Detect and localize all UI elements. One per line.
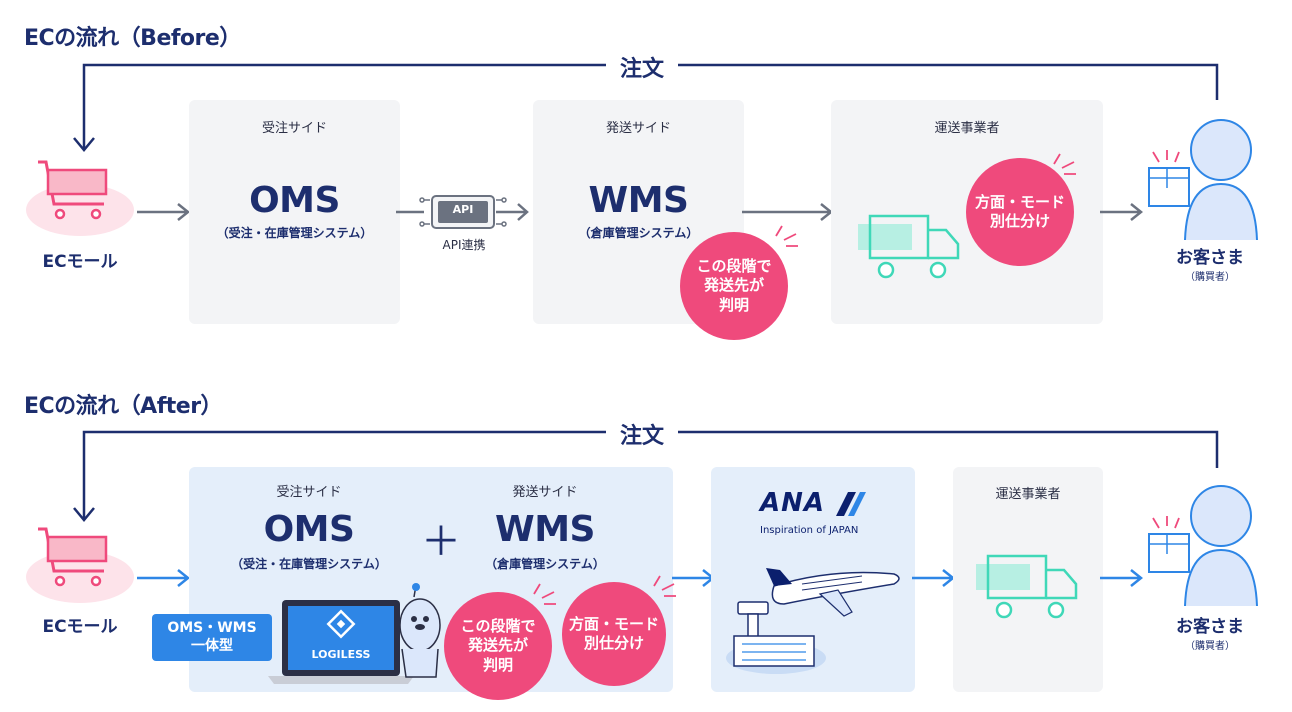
- before-sort-sparkle-icon: [1053, 153, 1076, 175]
- mascot-icon: [399, 583, 441, 678]
- after-truck-icon: [976, 554, 1078, 619]
- plus-sign: ＋: [421, 519, 461, 565]
- after-wms-name: WMS: [495, 509, 595, 550]
- after-customer-name: お客さま: [1176, 617, 1244, 637]
- after-order-label: 注文: [606, 418, 679, 450]
- before-title: ECの流れ（Before）: [24, 26, 241, 51]
- after-carrier-label: 運送事業者: [995, 487, 1061, 502]
- before-arrow-4: [1100, 203, 1144, 221]
- before-oms-side-label: 受注サイド: [261, 121, 327, 136]
- before-arrow-1: [137, 203, 191, 221]
- after-oms-side-label: 受注サイド: [276, 485, 342, 500]
- after-ec-mall: [24, 525, 136, 605]
- after-arrow-1: [137, 569, 191, 587]
- after-oms-desc: （受注・在庫管理システム）: [231, 557, 387, 571]
- after-sort-sparkle-icon: [653, 575, 676, 597]
- after-customer-icon: [1148, 485, 1258, 607]
- integrated-badge: OMS・WMS 一体型: [152, 614, 272, 661]
- ana-tagline: Inspiration of JAPAN: [760, 525, 859, 536]
- ana-logo: ANA: [760, 488, 826, 518]
- after-reveal-sparkle-icon: [533, 583, 556, 605]
- before-sort-circle: 方面・モード 別仕分け: [966, 158, 1074, 266]
- after-customer: お客さま （購買者）: [1150, 612, 1270, 652]
- cart-icon: [26, 527, 134, 603]
- before-wms-desc: （倉庫管理システム）: [578, 226, 699, 240]
- before-ec-mall-label: ECモール: [42, 252, 118, 272]
- before-oms-name: OMS: [249, 180, 340, 221]
- before-wms-side-label: 発送サイド: [605, 121, 671, 136]
- after-customer-sub: （購買者）: [1185, 641, 1235, 652]
- before-oms-card: 受注サイド OMS （受注・在庫管理システム）: [189, 100, 400, 324]
- before-customer-sub: （購買者）: [1185, 272, 1235, 283]
- after-arrow-4: [1100, 569, 1144, 587]
- airplane-airport-icon: [726, 568, 900, 674]
- cart-icon: [26, 160, 134, 236]
- before-customer-name: お客さま: [1176, 248, 1244, 268]
- api-label: API連携: [442, 238, 486, 252]
- ana-stripes-icon: [836, 492, 866, 516]
- before-carrier-label: 運送事業者: [934, 121, 1000, 136]
- after-sort-circle: 方面・モード 別仕分け: [562, 582, 666, 686]
- after-ec-mall-label: ECモール: [42, 617, 118, 637]
- after-wms-side-label: 発送サイド: [512, 485, 578, 500]
- before-arrow-3: [742, 203, 834, 221]
- api-chip-icon: [396, 195, 529, 229]
- after-reveal-circle: この段階で 発送先が 判明: [444, 592, 552, 700]
- before-order-label: 注文: [606, 51, 679, 83]
- laptop-icon: [268, 600, 414, 684]
- after-title: ECの流れ（After）: [24, 394, 223, 419]
- laptop-brand: LOGILESS: [311, 648, 371, 661]
- before-customer-icon: [1148, 119, 1258, 241]
- before-wms-name: WMS: [588, 180, 689, 221]
- before-reveal-circle: この段階で 発送先が 判明: [680, 232, 788, 340]
- before-customer: お客さま （購買者）: [1150, 243, 1270, 283]
- before-reveal-sparkle-icon: [775, 225, 798, 247]
- after-oms-name: OMS: [263, 509, 355, 550]
- api-chip-text: API: [452, 203, 474, 216]
- after-wms-desc: （倉庫管理システム）: [485, 557, 605, 571]
- before-ec-mall: [24, 158, 136, 238]
- before-truck-icon: [858, 214, 960, 279]
- before-oms-desc: （受注・在庫管理システム）: [216, 226, 373, 240]
